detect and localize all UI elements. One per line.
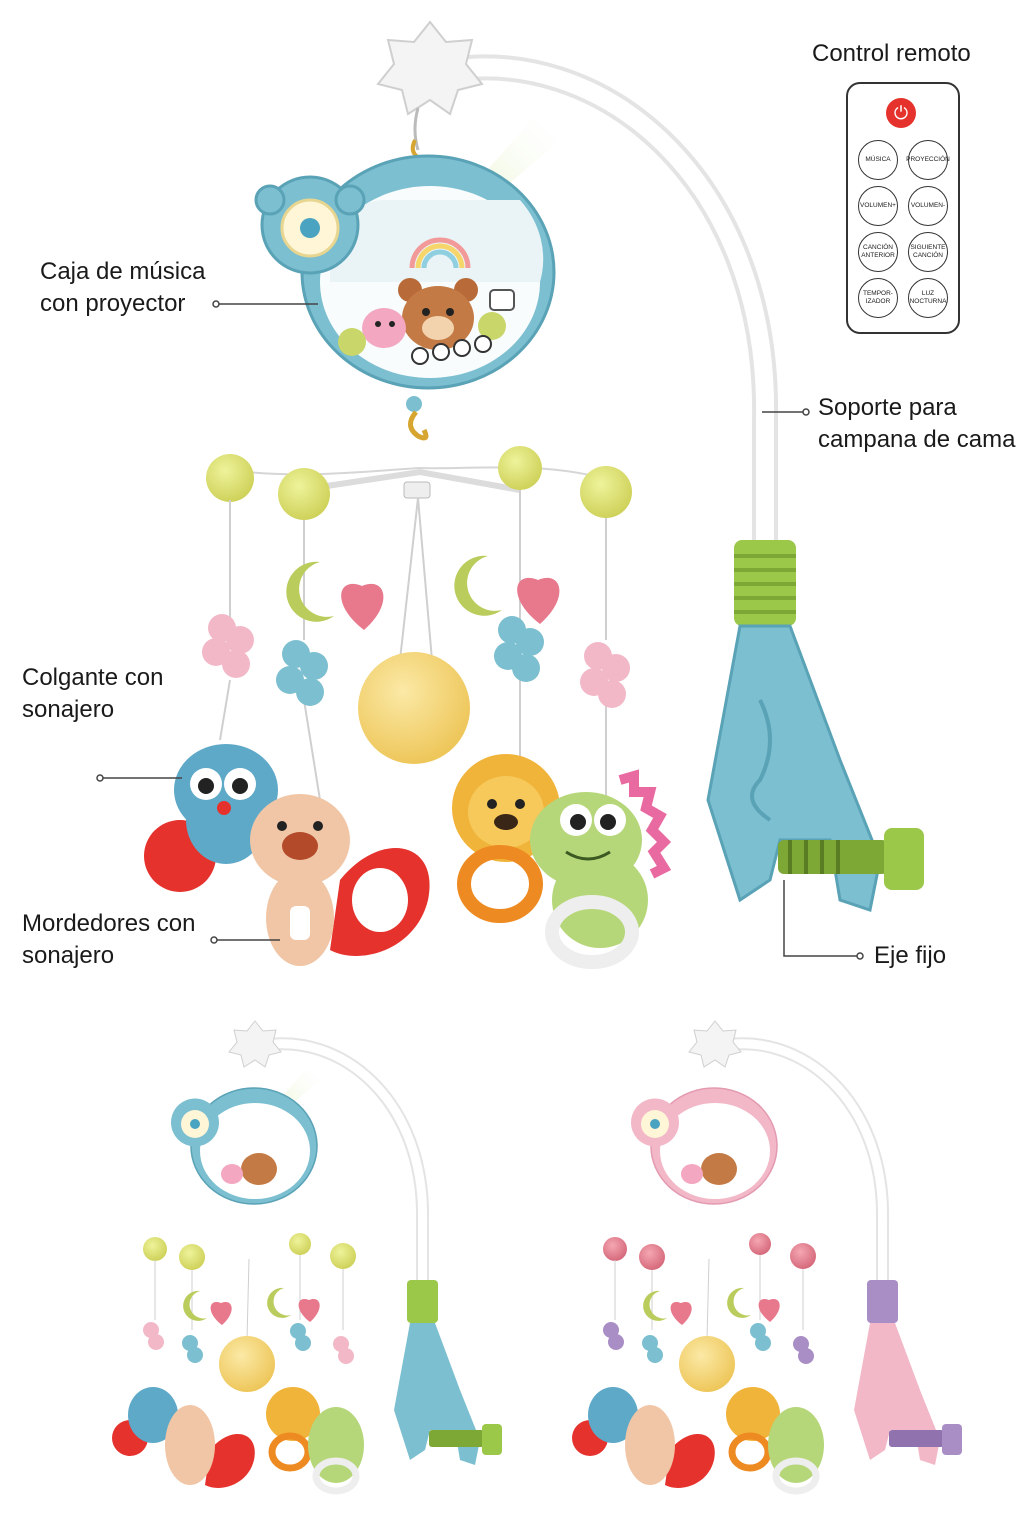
label-rattle-pendant: Colgante con sonajero bbox=[22, 662, 163, 726]
remote-button-night-light: LUZ NOCTURNA bbox=[908, 278, 948, 318]
label-line: con proyector bbox=[40, 290, 186, 317]
moon-icon bbox=[454, 555, 502, 616]
remote-button-previous-song: CANCIÓN ANTERIOR bbox=[858, 232, 898, 272]
remote-button-projection: PROYECCIÓN bbox=[906, 140, 950, 180]
bed-clamp bbox=[706, 540, 924, 912]
label-line: Soporte para bbox=[818, 394, 957, 421]
power-icon: ⏻ bbox=[886, 98, 916, 128]
remote-button-timer: TEMPOR-IZADOR bbox=[858, 278, 898, 318]
flower-pendant bbox=[580, 642, 630, 708]
label-line: sonajero bbox=[22, 942, 115, 969]
label-teethers: Mordedores con sonajero bbox=[22, 908, 195, 972]
main-mobile bbox=[96, 20, 924, 969]
label-line: campana de cama bbox=[818, 426, 1016, 453]
remote-button-volume-down: VOLUMEN- bbox=[908, 186, 948, 226]
owl-teether bbox=[144, 744, 278, 892]
label-line: Caja de música bbox=[40, 258, 206, 285]
heart-icon bbox=[341, 583, 384, 630]
label-music-box: Caja de música con proyector bbox=[40, 256, 205, 320]
star-cap-icon bbox=[376, 20, 484, 116]
remote-button-volume-up: VOLUMEN+ bbox=[858, 186, 898, 226]
mobile-variant-blue bbox=[112, 1020, 502, 1495]
label-line: Mordedores con bbox=[22, 910, 196, 937]
label-fixed-axis: Eje fijo bbox=[874, 942, 947, 969]
remote-button-music: MÚSICA bbox=[858, 140, 898, 180]
remote-title: Control remoto bbox=[812, 40, 971, 67]
moon-icon bbox=[286, 561, 334, 622]
flower-pendant bbox=[276, 640, 328, 706]
dino-teether bbox=[530, 769, 672, 969]
mobile-variant-pink bbox=[572, 1020, 962, 1495]
label-holder: Soporte para campana de cama bbox=[818, 392, 1015, 456]
remote-button-next-song: SIGUIENTE CANCIÓN bbox=[908, 232, 948, 272]
flower-pendant bbox=[202, 614, 254, 678]
remote-control: ⏻ MÚSICA PROYECCIÓN VOLUMEN+ VOLUMEN- CA… bbox=[846, 82, 960, 334]
label-line: Colgante con bbox=[22, 664, 164, 691]
music-box-projector bbox=[254, 154, 556, 441]
flower-pendant bbox=[494, 616, 544, 682]
label-line: sonajero bbox=[22, 696, 115, 723]
heart-icon bbox=[517, 577, 560, 624]
squirrel-teether bbox=[250, 794, 430, 966]
